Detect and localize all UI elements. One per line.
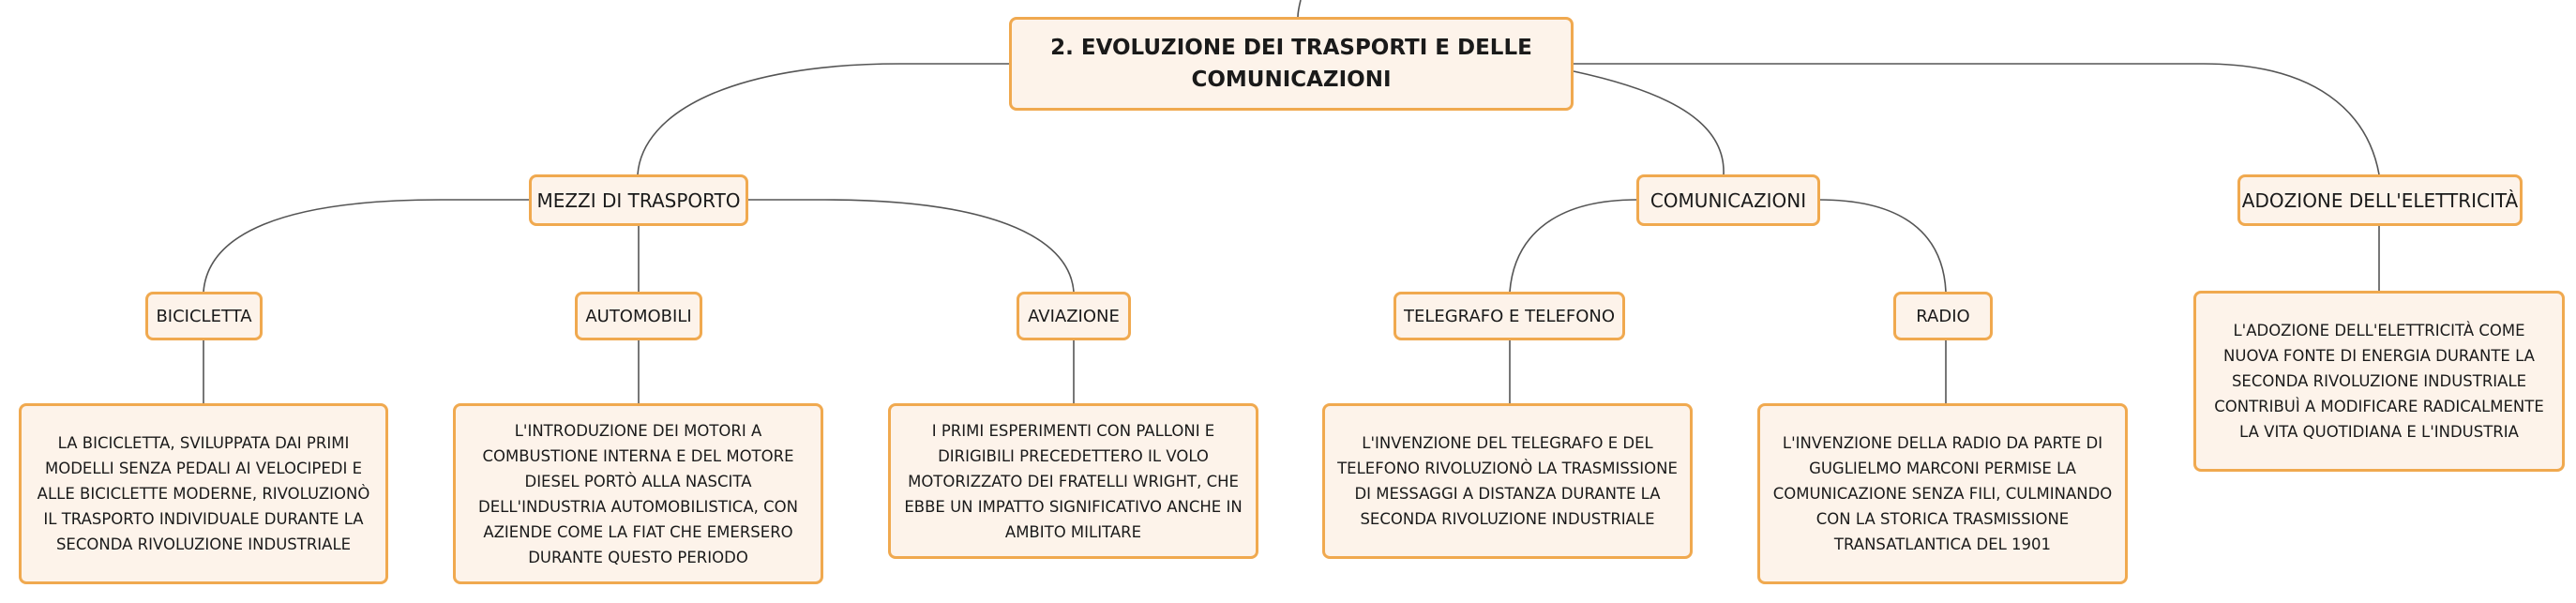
connector-trasporto-bicicletta <box>203 199 529 293</box>
connector-comunicazioni-radio <box>1818 199 1947 293</box>
branch-label: MEZZI DI TRASPORTO <box>536 188 741 212</box>
topic-label: TELEGRAFO E TELEFONO <box>1403 306 1616 326</box>
branch-comunicazioni[interactable]: COMUNICAZIONI <box>1636 174 1820 226</box>
root-title: 2. EVOLUZIONE DEI TRASPORTI E DELLE COMU… <box>1050 36 1532 92</box>
detail-text: L'INTRODUZIONE DEI MOTORI A COMBUSTIONE … <box>478 421 798 566</box>
detail-radio[interactable]: L'INVENZIONE DELLA RADIO DA PARTE DI GUG… <box>1757 403 2128 584</box>
detail-text: L'ADOZIONE DELL'ELETTRICITÀ COME NUOVA F… <box>2214 322 2544 441</box>
detail-telegrafo-telefono[interactable]: L'INVENZIONE DEL TELEGRAFO E DEL TELEFON… <box>1322 403 1693 559</box>
detail-text: L'INVENZIONE DELLA RADIO DA PARTE DI GUG… <box>1772 434 2113 553</box>
connector-comunicazioni-telegrafo <box>1509 199 1637 293</box>
topic-aviazione[interactable]: AVIAZIONE <box>1017 292 1131 340</box>
detail-aviazione[interactable]: I PRIMI ESPERIMENTI CON PALLONI E DIRIGI… <box>888 403 1258 559</box>
detail-text: I PRIMI ESPERIMENTI CON PALLONI E DIRIGI… <box>904 421 1243 541</box>
connector-root-comunicazioni <box>1573 70 1725 175</box>
branch-mezzi-di-trasporto[interactable]: MEZZI DI TRASPORTO <box>529 174 748 226</box>
branch-label: COMUNICAZIONI <box>1650 188 1807 212</box>
detail-bicicletta[interactable]: LA BICICLETTA, SVILUPPATA DAI PRIMI MODE… <box>19 403 388 584</box>
connector-root-trasporto <box>637 63 1009 175</box>
detail-automobili[interactable]: L'INTRODUZIONE DEI MOTORI A COMBUSTIONE … <box>453 403 823 584</box>
topic-label: AUTOMOBILI <box>585 306 692 326</box>
topic-automobili[interactable]: AUTOMOBILI <box>575 292 702 340</box>
topic-label: RADIO <box>1916 306 1970 326</box>
topic-label: AVIAZIONE <box>1028 306 1120 326</box>
connector-trasporto-aviazione <box>746 199 1075 293</box>
root-topic[interactable]: 2. EVOLUZIONE DEI TRASPORTI E DELLE COMU… <box>1009 17 1574 111</box>
branch-label: ADOZIONE DELL'ELETTRICITÀ <box>2241 188 2519 212</box>
detail-text: L'INVENZIONE DEL TELEGRAFO E DEL TELEFON… <box>1337 434 1678 528</box>
topic-label: BICICLETTA <box>156 306 252 326</box>
branch-adozione-elettricita[interactable]: ADOZIONE DELL'ELETTRICITÀ <box>2237 174 2523 226</box>
topic-bicicletta[interactable]: BICICLETTA <box>145 292 263 340</box>
topic-telegrafo-telefono[interactable]: TELEGRAFO E TELEFONO <box>1393 292 1625 340</box>
topic-radio[interactable]: RADIO <box>1893 292 1993 340</box>
connector-root-elettricita <box>1574 63 2380 175</box>
connector-root-top <box>1297 0 1302 18</box>
detail-text: LA BICICLETTA, SVILUPPATA DAI PRIMI MODE… <box>37 434 370 553</box>
detail-elettricita[interactable]: L'ADOZIONE DELL'ELETTRICITÀ COME NUOVA F… <box>2193 291 2565 472</box>
